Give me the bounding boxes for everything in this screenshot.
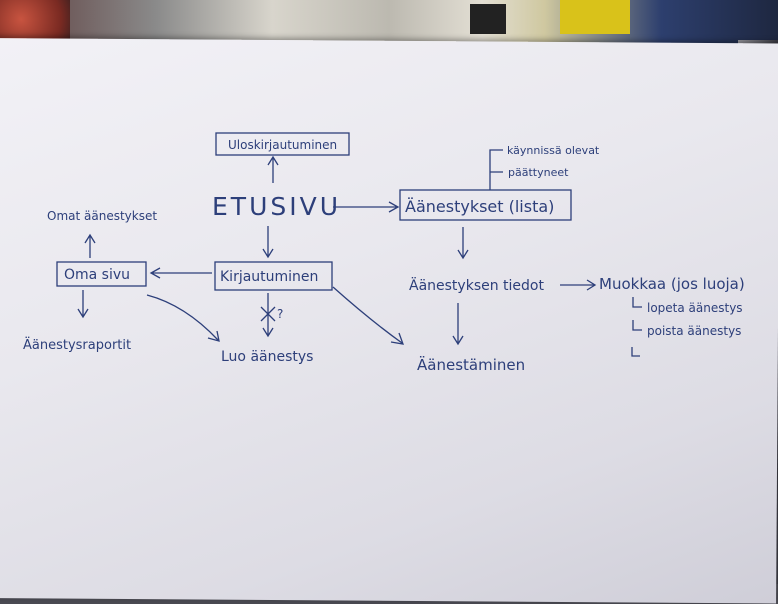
own-page-box [56, 261, 147, 287]
arrow-login-voting [332, 286, 404, 345]
poll-details-label: Äänestyksen tiedot [409, 276, 544, 294]
polls-filter-branch [489, 149, 503, 190]
star-mark [260, 306, 276, 322]
background-object [470, 4, 506, 34]
home-label: ETUSIVU [212, 192, 341, 221]
login-box [214, 261, 333, 291]
arrow-home-login [262, 226, 274, 259]
logout-box [215, 132, 350, 156]
ongoing-label: käynnissä olevat [507, 144, 600, 157]
arrow-home-polls [333, 201, 400, 213]
polls-list-box [399, 189, 572, 221]
question-mark: ? [277, 307, 283, 321]
create-poll-label: Luo äänestys [221, 349, 313, 365]
voting-label: Äänestäminen [417, 355, 525, 374]
arrow-home-logout [267, 155, 279, 183]
login-label: Kirjautuminen [220, 269, 318, 285]
arrow-ownpage-reports [77, 290, 89, 319]
arrow-login-ownpage [149, 267, 212, 279]
arrow-ownpage-ownpolls [84, 233, 96, 258]
own-page-label: Oma sivu [64, 267, 130, 283]
arrow-details-voting [452, 303, 464, 346]
edit-subitems-branch [631, 297, 642, 357]
delete-poll-label: poista äänestys [647, 324, 741, 338]
background-object [560, 0, 630, 34]
ended-label: päättyneet [508, 166, 569, 179]
sitemap-diagram: Uloskirjautuminen ETUSIVU Äänestykset (l… [23, 132, 745, 374]
polls-list-label: Äänestykset (lista) [405, 197, 554, 216]
logout-label: Uloskirjautuminen [228, 138, 337, 152]
reports-label: Äänestysraportit [23, 337, 131, 353]
own-polls-label: Omat äänestykset [47, 209, 157, 223]
edit-label: Muokkaa (jos luoja) [599, 275, 745, 293]
arrow-ownpage-create [146, 294, 220, 342]
end-poll-label: lopeta äänestys [647, 301, 743, 315]
arrow-polls-details [457, 227, 469, 260]
arrow-details-edit [560, 279, 597, 291]
